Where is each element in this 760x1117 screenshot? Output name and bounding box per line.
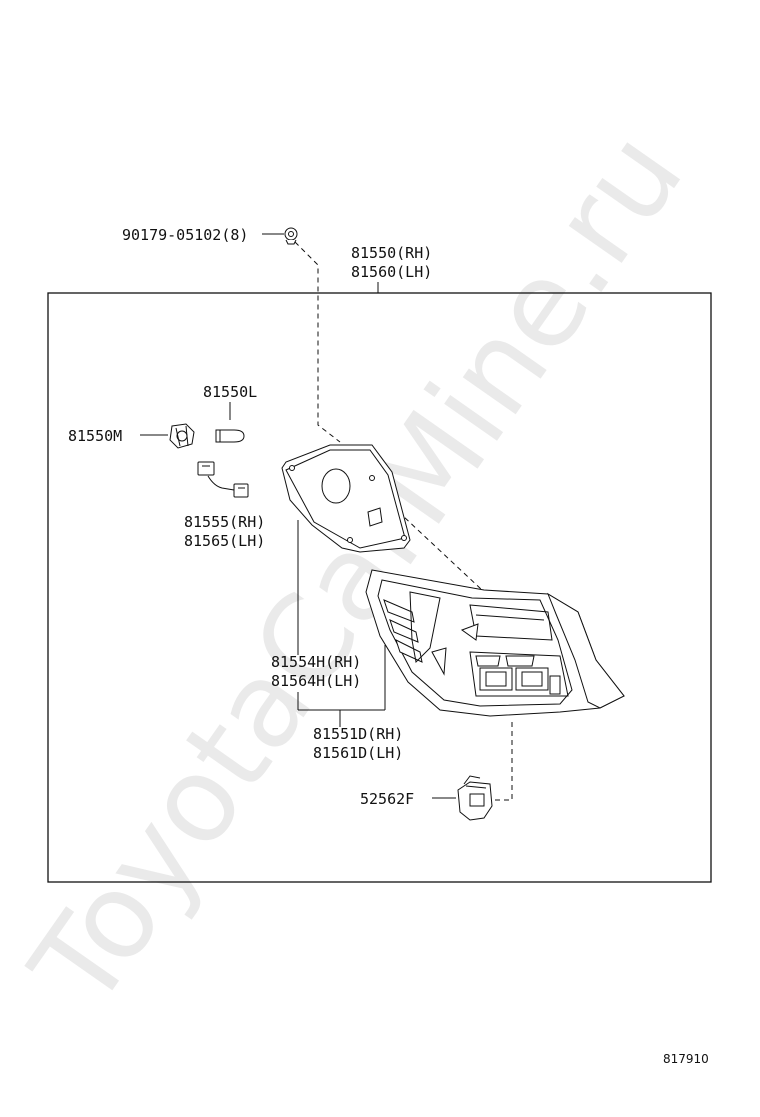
wire-harness-icon <box>197 461 249 498</box>
label-cover-rh: 81554H(RH) <box>271 653 361 671</box>
bulb-icon <box>215 429 245 443</box>
clip-icon <box>457 775 493 821</box>
label-bolt: 90179-05102(8) <box>122 226 248 244</box>
socket-icon <box>169 423 195 449</box>
label-socket: 81550M <box>68 427 122 445</box>
figure-number: 817910 <box>663 1052 709 1066</box>
label-bulb: 81550L <box>203 383 257 401</box>
label-assembly-rh: 81550(RH) <box>351 244 432 262</box>
label-wire-rh: 81555(RH) <box>184 513 265 531</box>
label-clip: 52562F <box>360 790 414 808</box>
label-cover-lh: 81564H(LH) <box>271 672 361 690</box>
tail-lamp-lens <box>365 569 625 717</box>
label-wire-lh: 81565(LH) <box>184 532 265 550</box>
label-lens-rh: 81551D(RH) <box>313 725 403 743</box>
bolt-icon <box>284 227 298 245</box>
label-lens-lh: 81561D(LH) <box>313 744 403 762</box>
assembly-frame <box>47 292 712 883</box>
label-assembly-lh: 81560(LH) <box>351 263 432 281</box>
socket-plate <box>281 444 411 553</box>
dashed-guides <box>294 241 513 801</box>
